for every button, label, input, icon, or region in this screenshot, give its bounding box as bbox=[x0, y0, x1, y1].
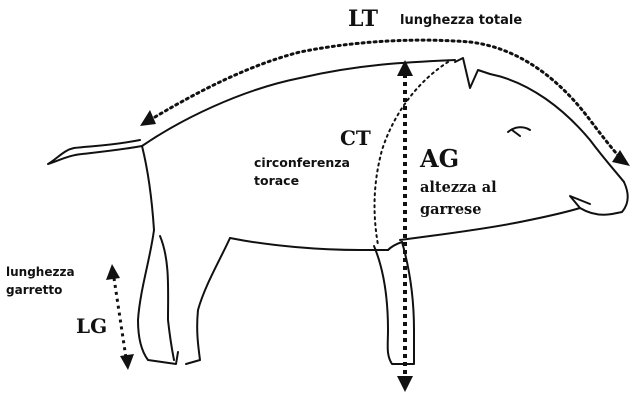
jaw bbox=[520, 208, 580, 222]
ag-arrowhead-bottom bbox=[397, 376, 413, 392]
lt-code-label: LT bbox=[348, 8, 378, 31]
lt-measure-line bbox=[140, 40, 630, 166]
lg-text-line2: garretto bbox=[6, 284, 62, 297]
rump bbox=[142, 146, 154, 230]
hind-leg-inner bbox=[186, 238, 230, 364]
lg-measure-line bbox=[106, 264, 134, 370]
lt-text-label: lunghezza totale bbox=[400, 14, 522, 28]
head-top bbox=[490, 74, 624, 182]
tail bbox=[48, 140, 142, 164]
ag-text-line2: garrese bbox=[420, 202, 481, 217]
ct-text-line1: circonferenza bbox=[254, 156, 350, 169]
lt-dotted-path bbox=[150, 40, 622, 160]
hind-leg-back bbox=[160, 236, 174, 360]
lg-arrowhead-top bbox=[106, 264, 120, 280]
tusk bbox=[570, 196, 612, 215]
belly bbox=[230, 238, 388, 250]
lg-text-line1: lunghezza bbox=[6, 266, 75, 279]
lg-arrowhead-bottom bbox=[120, 354, 134, 370]
chest bbox=[388, 242, 402, 250]
ag-text-line1: altezza al bbox=[420, 180, 497, 195]
lt-arrowhead-left bbox=[140, 110, 156, 126]
ct-text-line2: torace bbox=[254, 174, 299, 187]
lg-dotted-line bbox=[114, 278, 126, 358]
snout bbox=[612, 182, 628, 214]
lg-code-label: LG bbox=[76, 316, 107, 337]
eye bbox=[508, 127, 530, 136]
ag-measure-line bbox=[397, 60, 413, 392]
throat bbox=[400, 222, 520, 240]
ear bbox=[455, 58, 490, 88]
ct-code-label: CT bbox=[340, 128, 371, 149]
boar-outline bbox=[48, 58, 628, 364]
ag-code-label: AG bbox=[420, 146, 459, 171]
